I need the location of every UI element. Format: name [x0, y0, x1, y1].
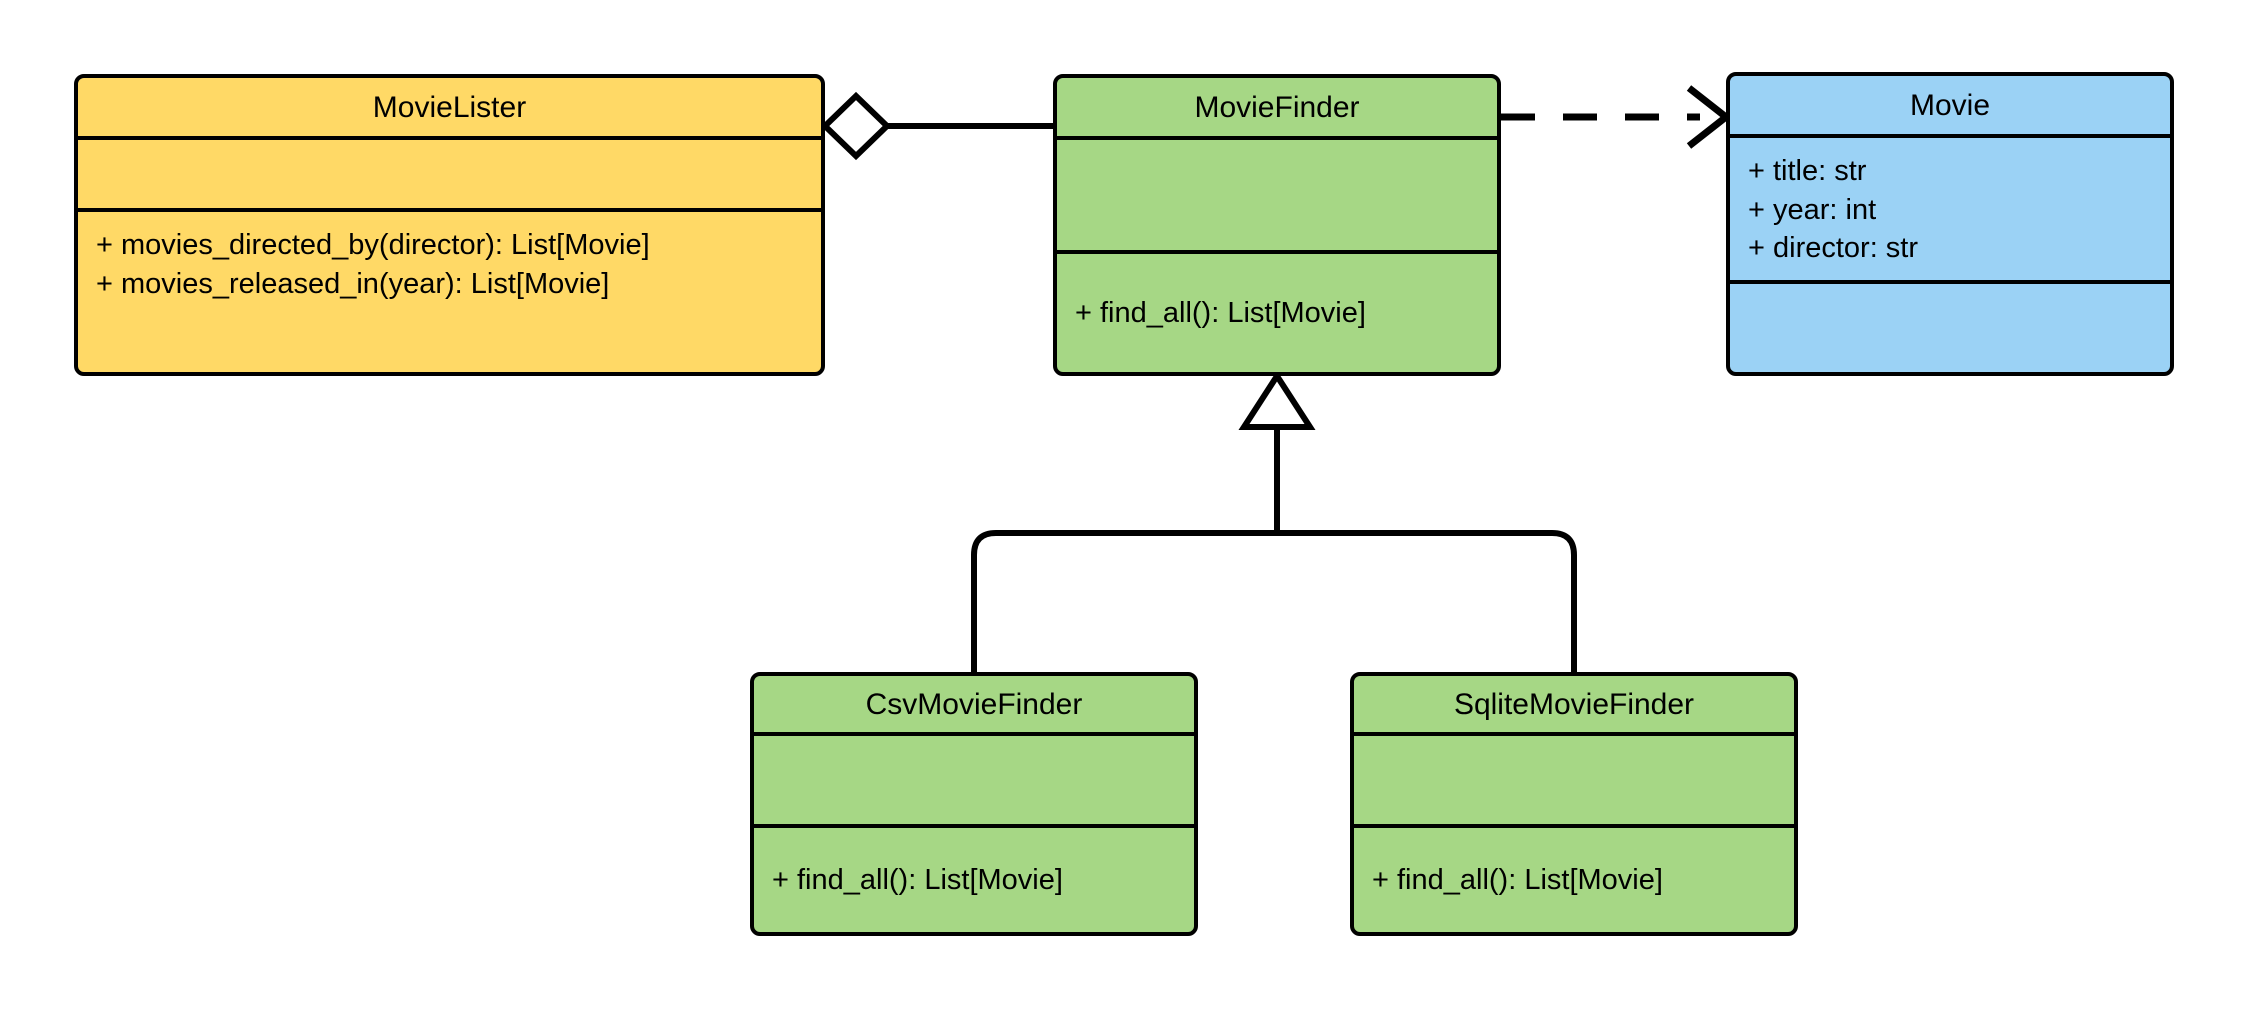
- class-box-movie-lister[interactable]: MovieLister + movies_directed_by(directo…: [74, 74, 825, 376]
- methods-compartment-movie: [1730, 280, 2170, 372]
- hollow-triangle-marker: [1238, 370, 1316, 430]
- methods-compartment-movie-lister: + movies_directed_by(director): List[Mov…: [78, 208, 821, 372]
- method-row: + movies_released_in(year): List[Movie]: [96, 267, 610, 300]
- class-name-sqlite-movie-finder: SqliteMovieFinder: [1453, 687, 1695, 721]
- attributes-compartment-csv-movie-finder: [754, 732, 1194, 824]
- class-box-movie[interactable]: Movie + title: str + year: int + directo…: [1726, 72, 2174, 376]
- attribute-row: + director: str: [1748, 232, 1919, 265]
- class-box-csv-movie-finder[interactable]: CsvMovieFinder + find_all(): List[Movie]: [750, 672, 1198, 936]
- attributes-compartment-sqlite-movie-finder: [1354, 732, 1794, 824]
- method-row: + find_all(): List[Movie]: [772, 863, 1063, 896]
- attributes-compartment-movie: + title: str + year: int + director: str: [1730, 134, 2170, 280]
- attributes-compartment-movie-lister: [78, 136, 821, 208]
- attributes-compartment-movie-finder: [1057, 136, 1497, 250]
- attribute-row: + title: str: [1748, 155, 1867, 187]
- methods-compartment-sqlite-movie-finder: + find_all(): List[Movie]: [1354, 824, 1794, 932]
- edge-generalization-tree[interactable]: [971, 370, 1577, 672]
- attribute-row: + year: int: [1748, 193, 1877, 226]
- edge-dependency-moviefinder-movie[interactable]: [1501, 85, 1732, 149]
- methods-compartment-movie-finder: + find_all(): List[Movie]: [1057, 250, 1497, 372]
- class-name-movie: Movie: [1909, 88, 1991, 122]
- methods-compartment-csv-movie-finder: + find_all(): List[Movie]: [754, 824, 1194, 932]
- method-row: + movies_directed_by(director): List[Mov…: [96, 229, 650, 261]
- edge-aggregation-movielister-moviefinder[interactable]: [820, 91, 1053, 161]
- class-box-movie-finder[interactable]: MovieFinder + find_all(): List[Movie]: [1053, 74, 1501, 376]
- class-name-movie-lister: MovieLister: [372, 90, 527, 124]
- hollow-diamond-marker: [820, 91, 892, 161]
- method-row: + find_all(): List[Movie]: [1075, 296, 1366, 329]
- generalization-branch-csv: [971, 530, 1277, 672]
- method-row: + find_all(): List[Movie]: [1372, 863, 1663, 896]
- class-name-movie-finder: MovieFinder: [1194, 90, 1360, 124]
- generalization-branch-sqlite: [1277, 530, 1577, 672]
- class-box-sqlite-movie-finder[interactable]: SqliteMovieFinder + find_all(): List[Mov…: [1350, 672, 1798, 936]
- class-name-csv-movie-finder: CsvMovieFinder: [865, 687, 1083, 721]
